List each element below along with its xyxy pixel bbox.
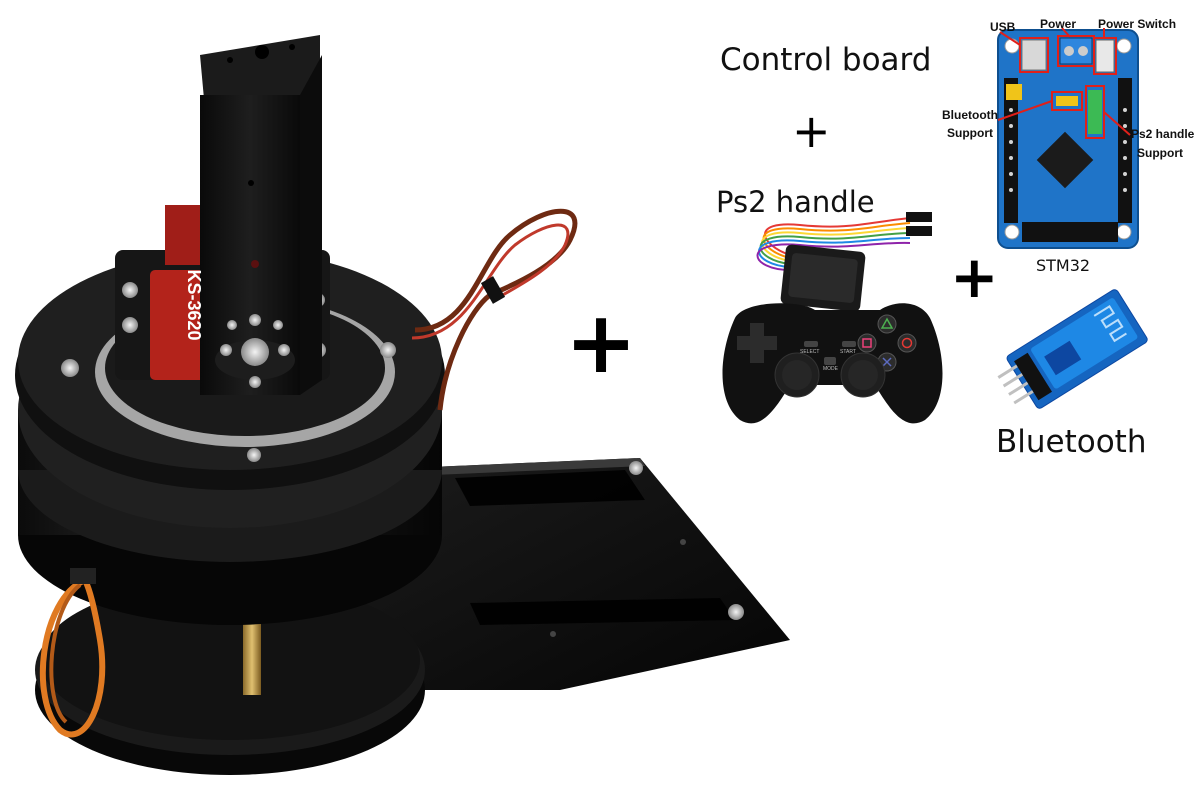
callout-power: Power xyxy=(1040,17,1077,31)
start-label: START xyxy=(840,349,856,355)
callout-ps2-line1: Ps2 handle xyxy=(1131,127,1195,141)
cable-tie xyxy=(480,276,506,304)
mode-label: MODE xyxy=(823,366,838,372)
mounting-plate xyxy=(340,458,790,690)
callout-ps2-line2: Support xyxy=(1137,146,1183,160)
stm32-label: STM32 xyxy=(1036,256,1091,275)
select-label: SELECT xyxy=(800,349,820,355)
servo-label: KS-3620 xyxy=(184,269,204,340)
plus-sign-top: + xyxy=(792,104,831,158)
control-board-label: Control board xyxy=(720,42,932,78)
callout-power-switch: Power Switch xyxy=(1098,17,1177,31)
servo-wire-bottom xyxy=(39,577,106,738)
wire-connector xyxy=(70,568,96,584)
bluetooth-label: Bluetooth xyxy=(996,424,1147,460)
callout-bluetooth-line2: Support xyxy=(947,126,993,140)
robot-arm-base-image: KS-3620 xyxy=(15,35,790,775)
bottom-disc xyxy=(35,580,425,775)
servo-wire-top xyxy=(414,208,578,411)
ps2-handle-label: Ps2 handle xyxy=(716,185,875,219)
servo-wire-top-red xyxy=(411,223,570,340)
u-bracket xyxy=(200,35,322,395)
callout-bluetooth-line1: Bluetooth xyxy=(942,108,998,122)
plus-sign-right: + xyxy=(950,243,999,311)
plus-sign-large: + xyxy=(565,293,638,393)
callout-usb: USB xyxy=(990,20,1016,34)
